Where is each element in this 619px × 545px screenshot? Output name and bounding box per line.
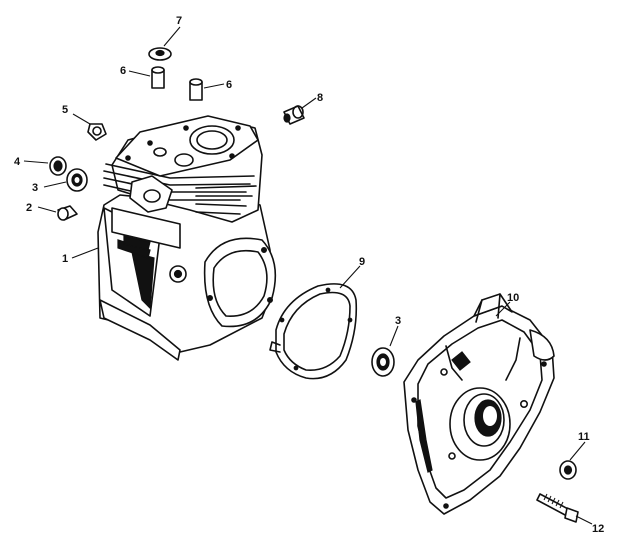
oil-seal-lower bbox=[371, 347, 395, 377]
cover-washer bbox=[559, 460, 577, 480]
callout-4: 4 bbox=[14, 156, 21, 168]
callout-3-lower: 3 bbox=[395, 315, 401, 327]
callout-1: 1 bbox=[62, 253, 68, 265]
cylinder-block bbox=[97, 115, 277, 361]
gasket bbox=[269, 283, 358, 380]
callout-7: 7 bbox=[176, 15, 182, 27]
callout-3-upper: 3 bbox=[32, 182, 38, 194]
callout-8: 8 bbox=[317, 92, 323, 104]
callout-6-right: 6 bbox=[226, 79, 232, 91]
screw bbox=[536, 493, 579, 523]
callout-12: 12 bbox=[592, 523, 604, 535]
callout-labels: 1 2 3 4 5 6 6 7 8 9 3 10 11 12 bbox=[14, 15, 604, 535]
leader-lines bbox=[23, 26, 593, 525]
callout-5: 5 bbox=[62, 104, 68, 116]
plug bbox=[87, 123, 107, 141]
closure-plate bbox=[403, 293, 555, 515]
dowel-pin bbox=[57, 205, 78, 221]
callout-9: 9 bbox=[359, 256, 365, 268]
callout-2: 2 bbox=[26, 202, 32, 214]
callout-11: 11 bbox=[578, 431, 590, 443]
washer bbox=[148, 47, 172, 61]
callout-6-left: 6 bbox=[120, 65, 126, 77]
seal bbox=[49, 156, 67, 176]
callout-10: 10 bbox=[507, 292, 519, 304]
guide-sleeve-right bbox=[189, 78, 203, 101]
guide-sleeve-left bbox=[151, 66, 165, 89]
oil-seal-upper bbox=[66, 168, 88, 192]
bushing bbox=[283, 105, 305, 125]
